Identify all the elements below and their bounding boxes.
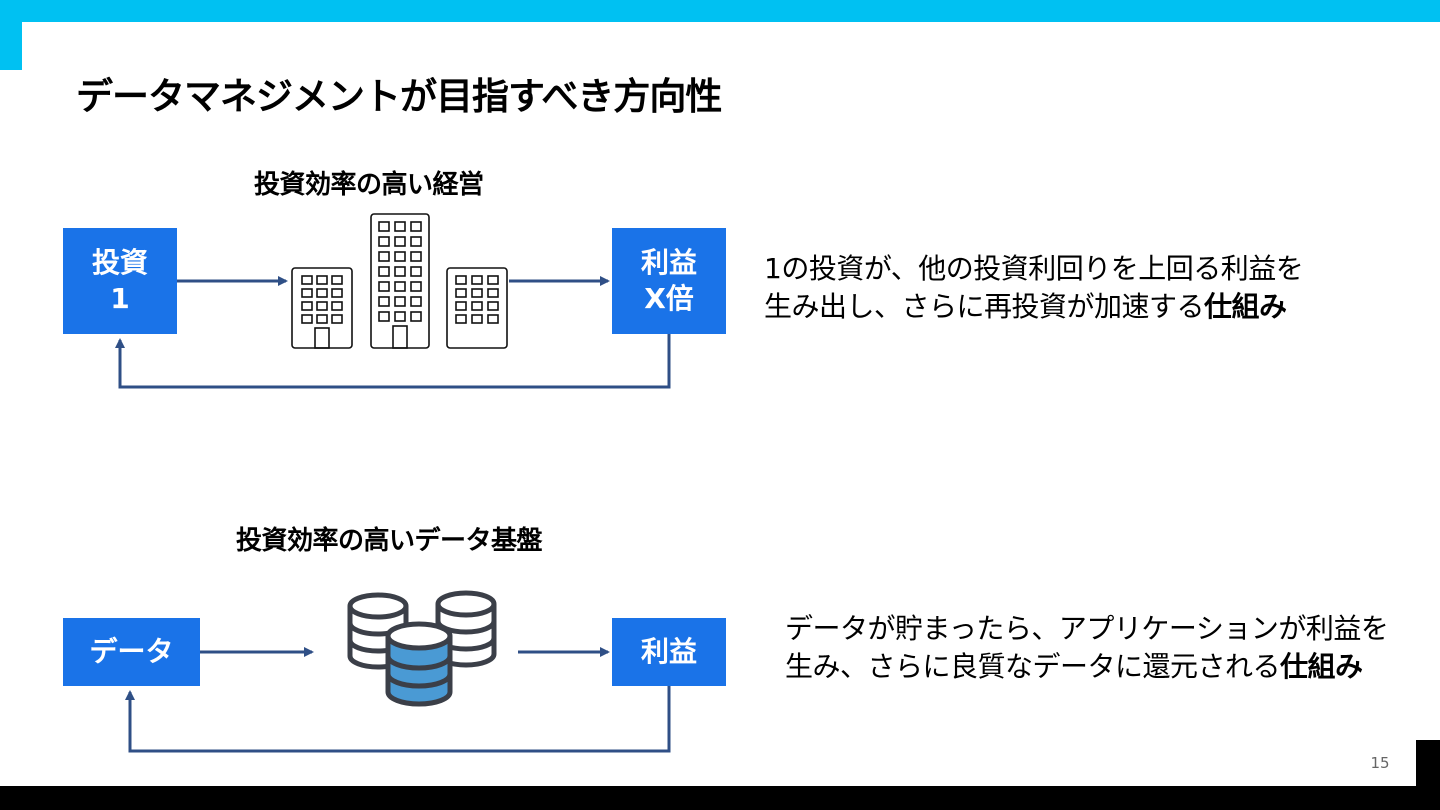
section2-description-line2-text: 生み、さらに良質なデータに還元される — [785, 650, 1281, 683]
section1-description-emphasis: 仕組み — [1204, 290, 1287, 323]
corner-block — [1416, 740, 1440, 786]
section2-description-line2: 生み、さらに良質なデータに還元される仕組み — [785, 648, 1388, 686]
profit-box-label: 利益 — [640, 245, 697, 279]
invest-box: 投資 1 — [63, 228, 177, 334]
section1-arrows — [115, 276, 671, 389]
invest-box-value: 1 — [110, 282, 130, 315]
page-number: 15 — [1370, 754, 1390, 772]
left-accent-tab — [0, 22, 22, 70]
section2-title: 投資効率の高いデータ基盤 — [236, 526, 543, 556]
section1-description-line1: 1の投資が、他の投資利回りを上回る利益を — [764, 252, 1304, 285]
reinvest-loop-arrow — [115, 334, 671, 389]
invest-box-label: 投資 — [91, 245, 148, 279]
section2-description-emphasis: 仕組み — [1280, 650, 1363, 683]
profit-box-multiplier: X倍 — [644, 282, 694, 315]
office-buildings-icon — [291, 213, 508, 349]
section1-description-line2-text: 生み出し、さらに再投資が加速する — [764, 290, 1205, 323]
profit-box: 利益 X倍 — [612, 228, 726, 334]
slide-title: データマネジメントが目指すべき方向性 — [76, 75, 722, 118]
database-stack-icon — [347, 590, 497, 707]
section2-description: データが貯まったら、アプリケーションが利益を 生み、さらに良質なデータに還元され… — [785, 610, 1389, 686]
bottom-bar — [0, 786, 1440, 810]
section1-description: 1の投資が、他の投資利回りを上回る利益を 生み出し、さらに再投資が加速する仕組み — [764, 250, 1304, 326]
section2-arrows — [125, 647, 671, 753]
data-box-label: データ — [89, 634, 174, 668]
top-accent-bar — [0, 0, 1440, 22]
data-return-loop-arrow — [125, 686, 671, 753]
section2-description-line1: データが貯まったら、アプリケーションが利益を — [785, 612, 1389, 645]
profit2-box: 利益 — [612, 618, 726, 686]
section1-title: 投資効率の高い経営 — [254, 170, 484, 200]
section1-description-line2: 生み出し、さらに再投資が加速する仕組み — [764, 288, 1303, 326]
data-box: データ — [63, 618, 200, 686]
profit2-box-label: 利益 — [640, 634, 697, 668]
